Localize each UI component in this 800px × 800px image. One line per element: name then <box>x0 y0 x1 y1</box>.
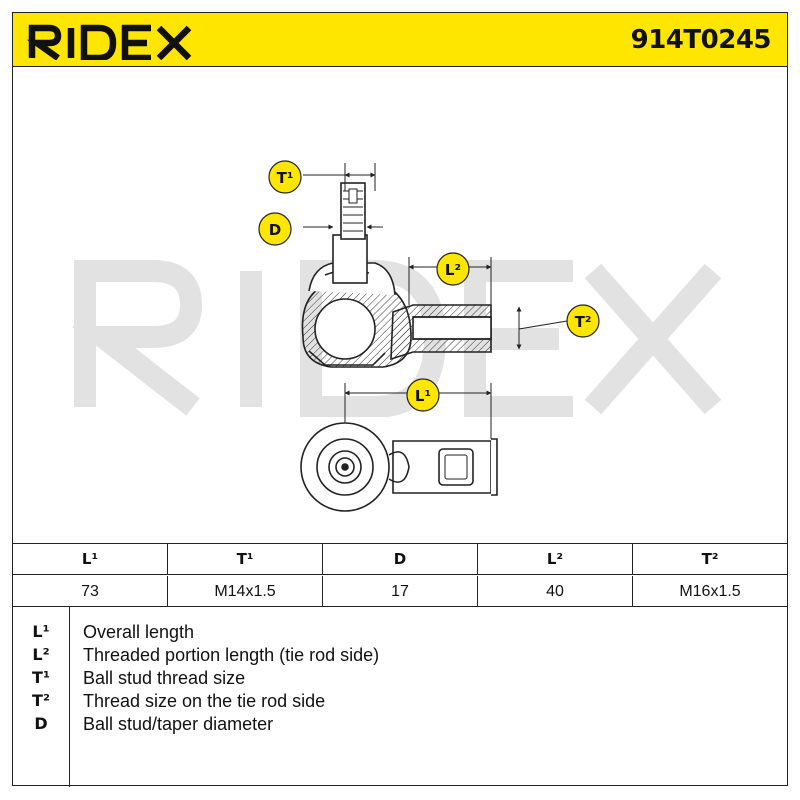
legend-item: L² Threaded portion length (tie rod side… <box>13 644 787 666</box>
drawing-area: T¹ D L² T² L¹ <box>13 67 787 543</box>
legend-key: L² <box>32 645 50 664</box>
legend-description: Overall length <box>83 622 195 642</box>
legend-item: L¹ Overall length <box>13 621 787 643</box>
legend-item: T² Thread size on the tie rod side <box>13 690 787 712</box>
spec-header-l1: L¹ <box>13 544 168 574</box>
legend-item: T¹ Ball stud thread size <box>13 667 787 689</box>
legend: L¹ Overall length L² Threaded portion le… <box>13 607 787 787</box>
callout-t1: T¹ <box>268 160 302 194</box>
legend-description: Ball stud thread size <box>83 668 246 688</box>
spec-header-t2: T² <box>701 550 719 568</box>
spec-value-d: 17 <box>323 576 478 607</box>
legend-item: D Ball stud/taper diameter <box>13 713 787 735</box>
legend-description: Threaded portion length (tie rod side) <box>83 645 380 665</box>
callout-t1-label: T¹ <box>277 169 294 187</box>
spec-header-l2: L² <box>478 544 633 574</box>
spec-value-l1: 73 <box>13 576 168 607</box>
spec-header-t1: T¹ <box>168 544 323 574</box>
top-view <box>300 422 498 512</box>
tie-rod-end-drawing: T¹ D L² T² L¹ <box>258 160 600 512</box>
callout-d-label: D <box>269 221 281 239</box>
header-bar: 914T0245 <box>13 13 787 67</box>
spec-value-t2: M16x1.5 <box>679 582 741 600</box>
part-number: 914T0245 <box>630 25 772 55</box>
legend-key: L¹ <box>32 622 50 641</box>
legend-description: Ball stud/taper diameter <box>83 714 274 734</box>
product-sheet: 914T0245 <box>12 12 788 787</box>
spec-value-l2: 40 <box>478 576 633 607</box>
side-view <box>301 182 492 368</box>
callout-l2: L² <box>436 252 470 286</box>
callout-l1: L¹ <box>406 378 440 412</box>
callout-l1-label: L¹ <box>415 387 431 405</box>
spec-table-header-row: L¹ T¹ D L² T² <box>13 544 787 575</box>
callout-d: D <box>258 212 292 246</box>
legend-description: Thread size on the tie rod side <box>83 691 326 711</box>
brand-logo <box>27 24 192 60</box>
legend-key: D <box>34 714 48 733</box>
spec-table: L¹ T¹ D L² T² 73 M14x1.5 17 40 M16x1.5 <box>13 543 787 607</box>
spec-value-t1: M14x1.5 <box>168 576 323 607</box>
spec-table-value-row: 73 M14x1.5 17 40 M16x1.5 <box>13 576 787 607</box>
legend-key: T¹ <box>32 668 50 687</box>
legend-key: T² <box>32 691 50 710</box>
callout-t2-label: T² <box>575 313 592 331</box>
spec-header-d: D <box>323 544 478 574</box>
callout-l2-label: L² <box>445 261 461 279</box>
callout-t2: T² <box>566 304 600 338</box>
legend-divider <box>69 607 70 787</box>
